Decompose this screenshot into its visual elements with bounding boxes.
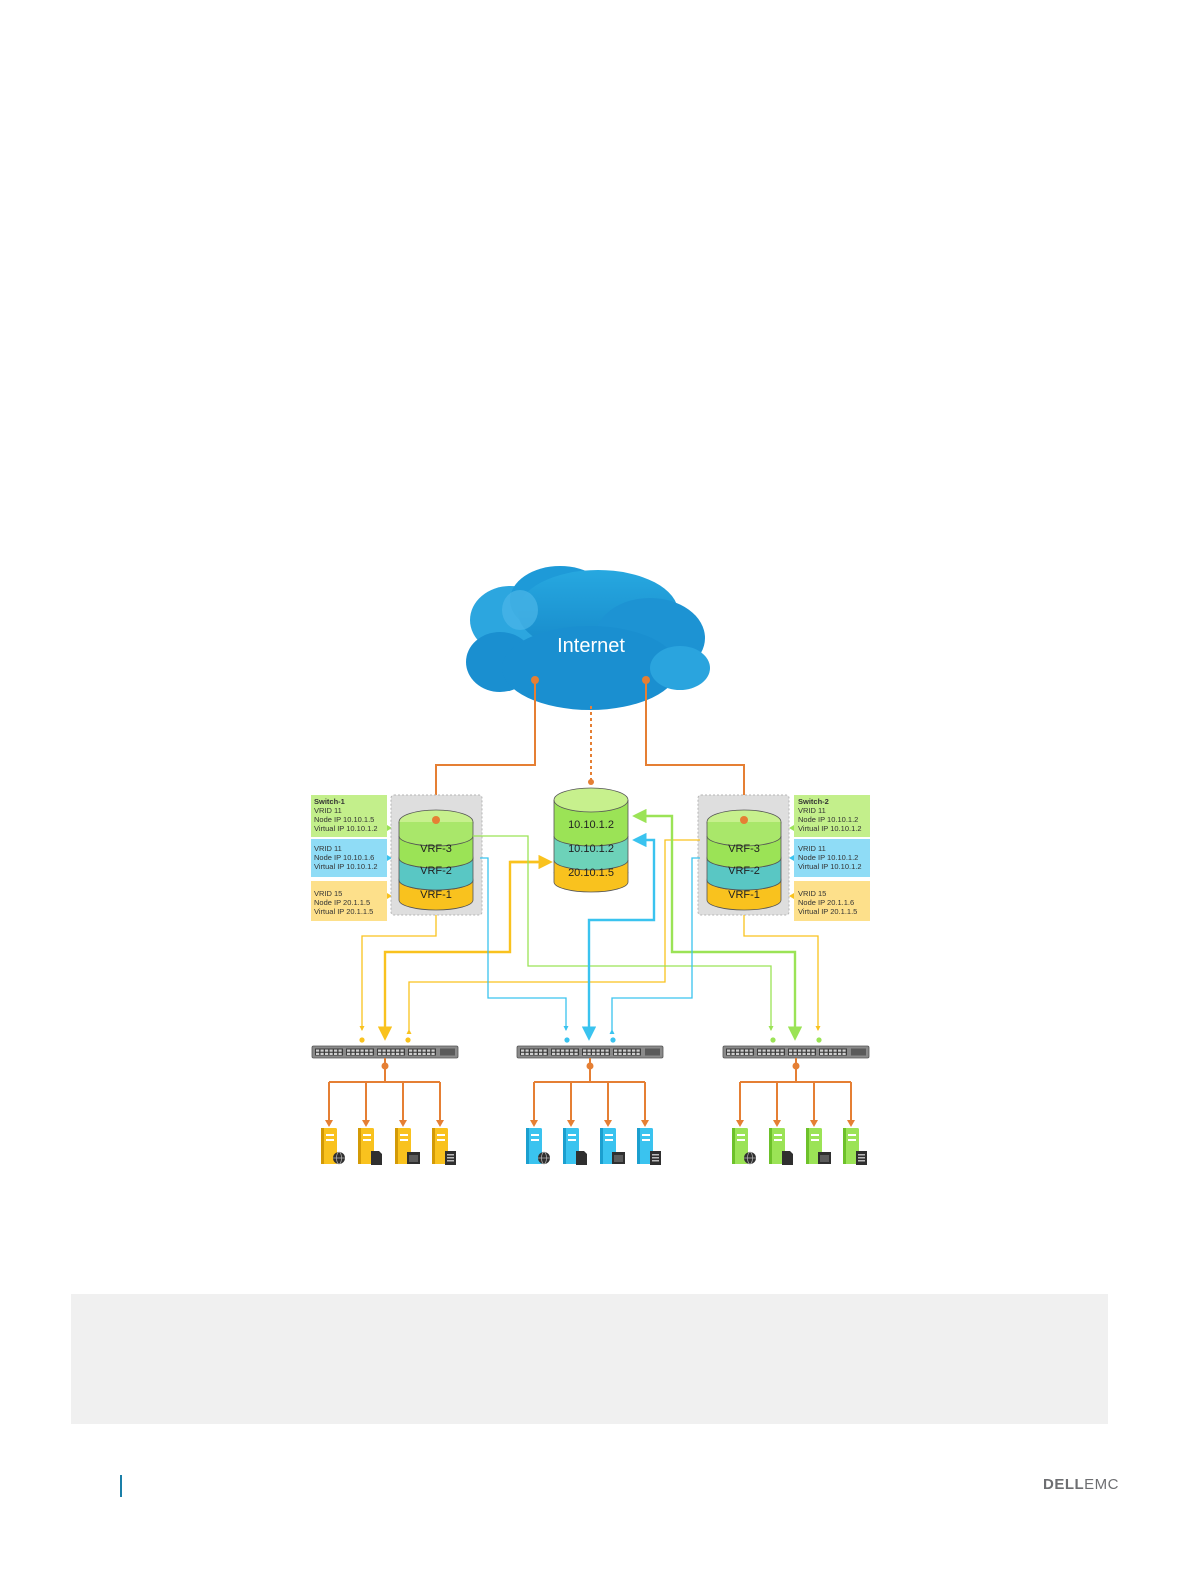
s2-green-line-3: Virtual IP 10.10.1.2 xyxy=(798,824,862,833)
s1-green-line-2: Node IP 10.10.1.5 xyxy=(314,815,374,824)
access-switches xyxy=(311,1037,870,1059)
server-icon xyxy=(358,1128,382,1165)
s2-green-line-1: VRID 11 xyxy=(798,806,826,815)
cloud-label: Internet xyxy=(557,635,625,657)
s2-blue-line-1: Node IP 10.10.1.2 xyxy=(798,853,858,862)
s1-green-line-3: Virtual IP 10.10.1.2 xyxy=(314,824,378,833)
s1-yellow-line-1: Node IP 20.1.1.5 xyxy=(314,898,370,907)
server-group-2 xyxy=(526,1058,661,1165)
cloud-links xyxy=(435,680,745,820)
s1-blue-line-2: Virtual IP 10.10.1.2 xyxy=(314,862,378,871)
footer-accent-bar xyxy=(120,1475,122,1497)
s2-green-line-2: Node IP 10.10.1.2 xyxy=(798,815,858,824)
note-box xyxy=(71,1294,1108,1424)
document-icon xyxy=(782,1151,793,1165)
s2-vrf-1: VRF-1 xyxy=(728,889,760,901)
center-ip-1: 10.10.1.2 xyxy=(568,843,614,855)
s1-blue-line-1: Node IP 10.10.1.6 xyxy=(314,853,374,862)
server-icon xyxy=(432,1128,456,1165)
switch-1-labels: Switch-1 VRID 11 Node IP 10.10.1.5 Virtu… xyxy=(311,795,387,921)
center-ip-2: 20.10.1.5 xyxy=(568,867,614,879)
center-router: 10.10.1.2 10.10.1.2 20.10.1.5 xyxy=(553,779,629,893)
server-icon xyxy=(732,1128,756,1165)
center-ip-0: 10.10.1.2 xyxy=(568,819,614,831)
s2-yellow-line-1: Node IP 20.1.1.6 xyxy=(798,898,854,907)
server-icon xyxy=(806,1128,831,1164)
server-icon xyxy=(843,1128,867,1165)
s2-yellow-line-2: Virtual IP 20.1.1.5 xyxy=(798,907,857,916)
switch-2-labels: Switch-2 VRID 11 Node IP 10.10.1.2 Virtu… xyxy=(794,795,870,921)
s1-yellow-line-0: VRID 15 xyxy=(314,889,342,898)
s2-green-line-0: Switch-2 xyxy=(798,797,829,806)
s2-vrf-2: VRF-2 xyxy=(728,865,760,877)
server-groups xyxy=(321,1058,867,1165)
server-icon xyxy=(600,1128,625,1164)
s1-green-line-0: Switch-1 xyxy=(314,797,345,806)
server-icon xyxy=(526,1128,550,1165)
server-icon xyxy=(563,1128,587,1165)
document-icon xyxy=(576,1151,587,1165)
server-icon xyxy=(395,1128,420,1164)
switch-1-router: VRF-3 VRF-2 VRF-1 xyxy=(390,794,483,916)
access-switch-3 xyxy=(722,1037,870,1059)
s2-blue-line-0: VRID 11 xyxy=(798,844,826,853)
s1-vrf-3: VRF-3 xyxy=(420,843,452,855)
internet-cloud: Internet xyxy=(466,566,710,710)
access-switch-2 xyxy=(516,1037,664,1059)
server-group-3 xyxy=(732,1058,867,1165)
s2-vrf-3: VRF-3 xyxy=(728,843,760,855)
server-icon xyxy=(769,1128,793,1165)
document-icon xyxy=(371,1151,382,1165)
server-icon xyxy=(637,1128,661,1165)
server-icon xyxy=(321,1128,345,1165)
s2-yellow-line-0: VRID 15 xyxy=(798,889,826,898)
access-switch-1 xyxy=(311,1037,459,1059)
dell-emc-logo: DELLEMC xyxy=(1043,1476,1120,1493)
s1-yellow-line-2: Virtual IP 20.1.1.5 xyxy=(314,907,373,916)
s1-blue-line-0: VRID 11 xyxy=(314,844,342,853)
s2-blue-line-2: Virtual IP 10.10.1.2 xyxy=(798,862,862,871)
s1-green-line-1: VRID 11 xyxy=(314,806,342,815)
link-lines xyxy=(359,808,821,1041)
s1-vrf-2: VRF-2 xyxy=(420,865,452,877)
switch-2-router: VRF-3 VRF-2 VRF-1 xyxy=(697,794,790,916)
s1-vrf-1: VRF-1 xyxy=(420,889,452,901)
server-group-1 xyxy=(321,1058,456,1165)
